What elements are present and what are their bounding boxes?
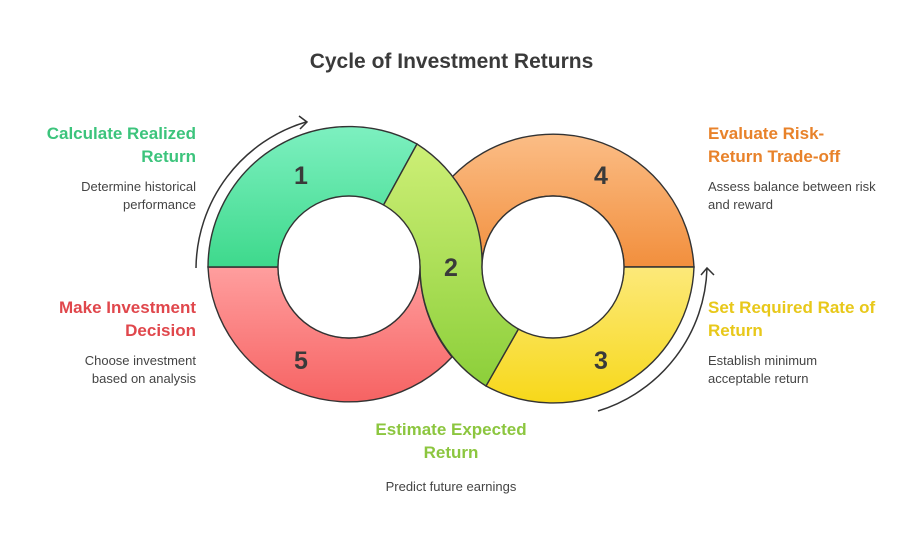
step-1-title: Calculate Realized Return — [46, 124, 196, 166]
step-2-title: Estimate Expected Return — [375, 420, 527, 462]
step-5-title: Make Investment Decision — [59, 298, 196, 340]
step-5-description: Choose investment based on analysis — [84, 353, 196, 386]
cycle-arrow-right — [597, 267, 708, 412]
step-number-1: 1 — [294, 162, 308, 190]
cycle-arrow-left — [195, 121, 307, 269]
step-number-4: 4 — [594, 162, 608, 190]
step-4-description: Assess balance between risk and reward — [708, 179, 876, 212]
step-3-title: Set Required Rate of Return — [708, 298, 876, 340]
step-number-3: 3 — [594, 347, 608, 375]
step-2-description: Predict future earnings — [385, 479, 517, 494]
cycle-arrow-left-head — [298, 115, 309, 130]
diagram-title: Cycle of Investment Returns — [309, 50, 594, 73]
step-number-2: 2 — [444, 254, 458, 282]
left-ring-hole — [277, 195, 421, 339]
right-ring-hole — [481, 195, 625, 339]
cycle-arrow-right-head — [700, 266, 715, 276]
step-4-title: Evaluate Risk-Return Trade-off — [708, 124, 841, 166]
step-1-description: Determine historical performance — [81, 179, 196, 212]
step-number-5: 5 — [294, 347, 308, 375]
step-3-description: Establish minimum acceptable return — [708, 353, 818, 386]
